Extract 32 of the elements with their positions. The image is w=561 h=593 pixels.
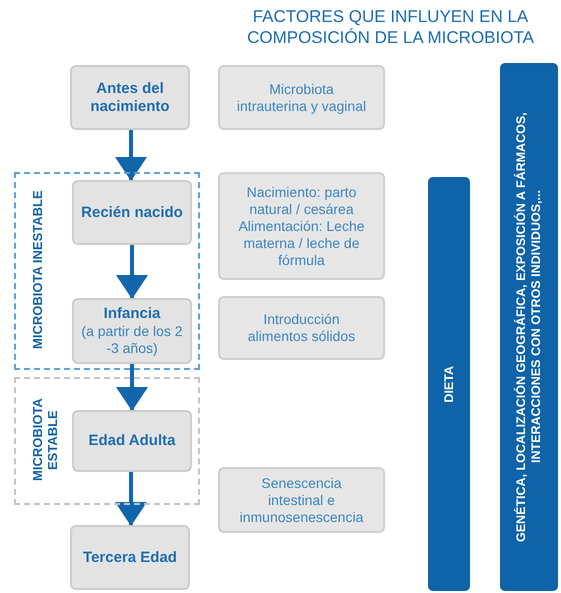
factor-text: Senescencia intestinal e inmunosenescencia	[238, 474, 364, 526]
diagram-title: FACTORES QUE INFLUYEN EN LA COMPOSICIÓN DE LA MICROBIOTA	[246, 6, 535, 48]
group-heading: MICROBIOTA ESTABLE	[30, 398, 61, 484]
stage-box	[72, 180, 192, 245]
block-arrow	[115, 130, 147, 181]
factor-bar	[428, 177, 470, 591]
stage-label: Recién nacido	[81, 204, 183, 222]
factor-text: Introducción alimentos sólidos	[246, 311, 356, 345]
factor-bar	[500, 63, 558, 591]
stage-box	[70, 525, 190, 590]
factor-text: Nacimiento: parto natural / cesárea Alimentación: Leche materna / leche de fórmula	[237, 184, 366, 268]
block-arrow	[116, 245, 148, 299]
factor-text: Microbiota intrauterina y vaginal	[236, 80, 368, 114]
stage-label: Tercera Edad	[83, 548, 177, 566]
stage-box	[70, 65, 190, 130]
factor-box	[218, 296, 385, 360]
stage-label: Infancia	[104, 305, 160, 323]
stage-label: Edad Adulta	[88, 432, 176, 450]
block-arrow	[115, 472, 147, 526]
stage-label: Antes del nacimiento	[89, 80, 171, 116]
factor-box	[218, 467, 385, 533]
factor-box	[218, 65, 385, 130]
factor-box	[218, 172, 385, 280]
dashed-group-frame	[14, 377, 200, 505]
stage-box	[72, 298, 192, 364]
bar-label: GENÉTICA, LOCALIZACIÓN GEOGRÁFICA, EXPOSICIÓN A FÁRMACOS, INTERACCIONES CON OTROS INDIVIDUOS,...	[514, 111, 544, 544]
group-heading: MICROBIOTA INESTABLE	[30, 190, 46, 352]
dashed-group-frame	[14, 172, 200, 370]
stage-box	[72, 410, 192, 472]
block-arrow	[116, 364, 148, 411]
bar-label: DIETA	[442, 366, 456, 402]
stage-note: (a partir de los 2 -3 años)	[80, 323, 184, 357]
